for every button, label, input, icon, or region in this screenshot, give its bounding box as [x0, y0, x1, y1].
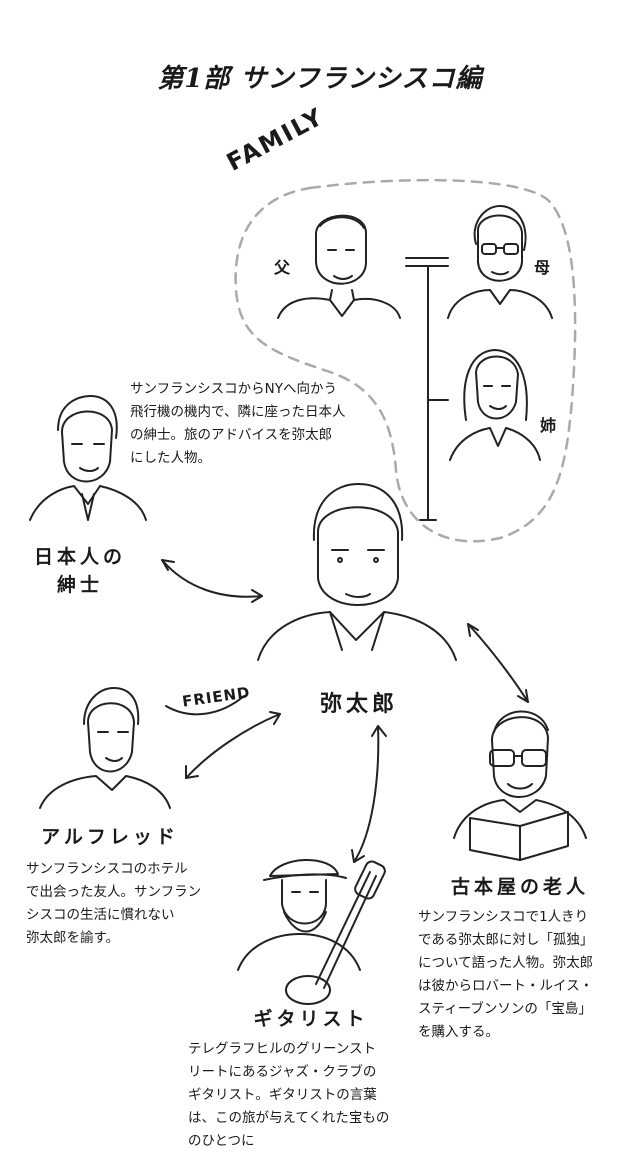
gentleman-description: サンフランシスコからNYへ向かう 飛行機の機内で、隣に座った日本人 の紳士。旅の… — [130, 378, 400, 470]
old-man-description: サンフランシスコで1人きり である弥太郎に対し「孤独」 について語った人物。弥太… — [418, 906, 638, 1044]
sister-figure — [450, 350, 540, 460]
gentleman-name-line1: 日本人の — [20, 542, 140, 569]
guitarist-description: テレグラフヒルのグリーンスト リートにあるジャズ・クラブの ギタリスト。ギタリス… — [188, 1038, 420, 1153]
alfred-figure — [40, 688, 170, 808]
old-man-name: 古本屋の老人 — [440, 872, 600, 899]
guitarist-figure — [238, 859, 387, 1004]
protagonist-figure — [258, 484, 456, 660]
gentleman-figure — [30, 396, 146, 520]
family-relation-lines — [406, 258, 448, 520]
father-figure — [278, 216, 400, 318]
gentleman-name-line2: 紳士 — [20, 570, 140, 597]
mother-label: 母 — [534, 254, 550, 278]
protagonist-name: 弥太郎 — [304, 686, 414, 718]
sister-label: 姉 — [540, 412, 556, 436]
family-boundary — [236, 180, 576, 541]
alfred-description: サンフランシスコのホテル で出会った友人。サンフラン シスコの生活に慣れない 弥… — [26, 858, 226, 950]
old-man-figure — [454, 711, 586, 860]
alfred-name: アルフレッド — [20, 822, 200, 849]
guitarist-name: ギタリスト — [236, 1004, 386, 1031]
father-label: 父 — [274, 254, 290, 278]
